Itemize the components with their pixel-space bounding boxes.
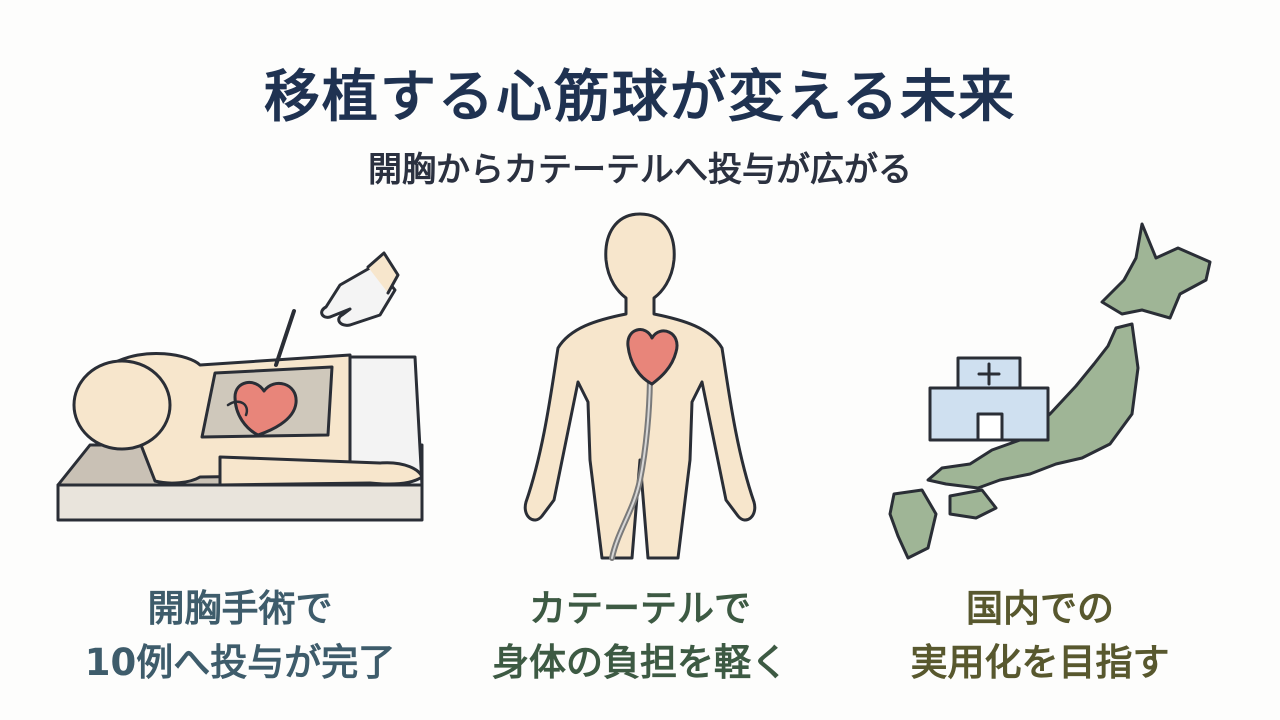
japan-map-illustration [888, 222, 1212, 560]
heart-icon [626, 328, 679, 386]
human-body [523, 212, 757, 560]
catheter-body-illustration [523, 212, 757, 561]
caption-catheter: カテーテルで 身体の負担を軽く [440, 582, 840, 690]
hokkaido-shape [1100, 222, 1212, 320]
kyushu-shape [888, 488, 938, 560]
caption-line-1: 開胸手術で [147, 587, 333, 630]
page-title: 移植する心筋球が変える未来 [263, 65, 1017, 130]
hospital-icon [928, 356, 1050, 442]
heart-icon [233, 381, 298, 437]
glove-hand-icon [320, 263, 397, 327]
caption-japan: 国内での 実用化を目指す [840, 582, 1240, 690]
operating-table [56, 483, 424, 522]
page-subtitle: 開胸からカテーテルへ投与が広がる [368, 150, 912, 190]
open-chest-surgery-illustration [56, 251, 424, 522]
shikoku-shape [948, 488, 998, 520]
patient-head [72, 359, 172, 451]
caption-line-2: 10例へ投与が完了 [84, 641, 396, 684]
caption-line-1: 国内での [966, 587, 1114, 630]
caption-line-2: 身体の負担を軽く [492, 641, 788, 684]
caption-open-chest: 開胸手術で 10例へ投与が完了 [40, 582, 440, 690]
scalpel-icon [274, 309, 296, 367]
caption-line-2: 実用化を目指す [910, 641, 1170, 684]
caption-line-1: カテーテルで [529, 587, 751, 630]
patient-arm [218, 455, 424, 487]
honshu-shape [926, 322, 1140, 490]
